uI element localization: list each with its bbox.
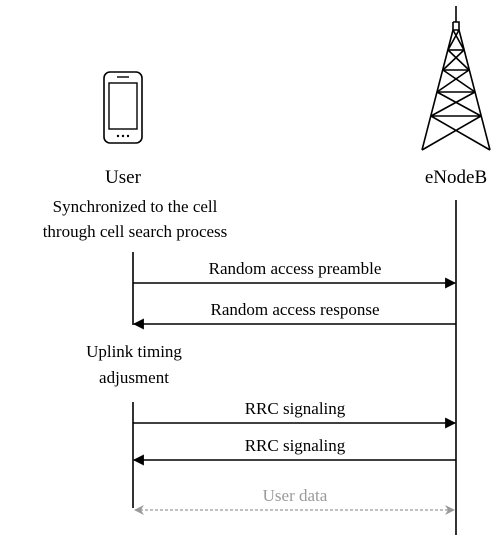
cell-tower-icon	[421, 6, 491, 151]
sync-note-line1: Synchronized to the cell	[53, 197, 218, 216]
message-label: Random access response	[210, 300, 379, 319]
timing-note-line1: Uplink timing	[86, 342, 182, 361]
participant-user-label: User	[105, 167, 142, 188]
message-label: RRC signaling	[245, 436, 346, 455]
smartphone-icon	[103, 71, 143, 144]
timing-note-line2: adjusment	[99, 368, 169, 387]
sync-note-line2: through cell search process	[43, 222, 228, 241]
message-label: Random access preamble	[209, 259, 382, 278]
message-label: RRC signaling	[245, 399, 346, 418]
user-data-label: User data	[263, 486, 328, 505]
participant-enodeb-label: eNodeB	[425, 167, 487, 188]
